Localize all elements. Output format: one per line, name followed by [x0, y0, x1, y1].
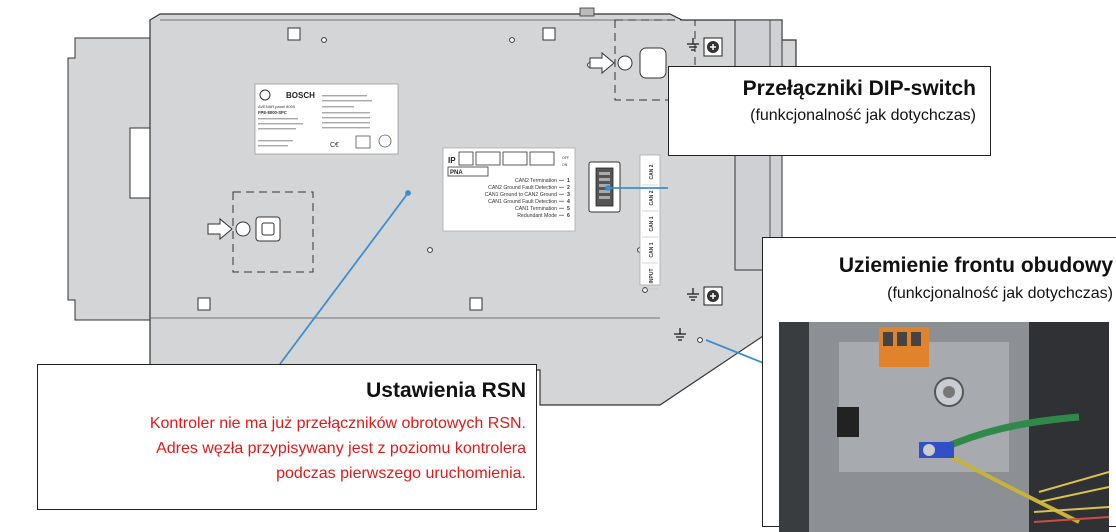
ip-label: IP — [448, 156, 456, 165]
callout-ground-subtitle: (funkcjonalność jak dotychczas) — [887, 285, 1113, 302]
connector-label: CAN 2 — [649, 190, 655, 205]
push-arrow-top — [589, 47, 667, 79]
switch-legend-label: Redundant Mode — [517, 213, 557, 219]
switch-legend-label: CAN1 Ground to CAN2 Ground — [485, 192, 557, 198]
label-brand: BOSCH — [286, 91, 315, 100]
on-label: ON — [562, 163, 568, 167]
ground-symbol-icon — [674, 38, 699, 341]
rsn-sticker — [442, 147, 576, 232]
leader-lines — [279, 185, 767, 365]
connector-labels: CAN 2 CAN 2 CAN 1 CAN 1 INPUT — [642, 164, 658, 290]
callout-rsn-note: Kontroler nie ma już przełączników obrot… — [48, 411, 526, 486]
switch-legend-number: 4 — [567, 199, 570, 205]
connector-label: CAN 2 — [649, 164, 655, 179]
switch-legend-label: CAN2 Termination — [515, 178, 557, 184]
switch-legend-label: CAN1 Ground Fault Detection — [488, 199, 557, 205]
connector-label: CAN 1 — [649, 242, 655, 257]
tab-slot — [129, 127, 151, 199]
switch-legend-number: 6 — [567, 213, 570, 219]
switch-legend-number: 5 — [567, 206, 570, 212]
switch-legend-label: CAN1 Termination — [515, 206, 557, 212]
switch-legend-number: 1 — [567, 178, 570, 184]
callout-dip-title: Przełączniki DIP-switch — [742, 77, 976, 100]
label-part: FPE-8000-SPC — [258, 110, 287, 115]
callout-dip-switch: Przełączniki DIP-switch (funkcjonalność … — [668, 66, 991, 156]
switch-legend-label: CAN2 Ground Fault Detection — [488, 185, 557, 191]
push-arrow-left — [207, 216, 281, 242]
callout-rsn-title: Ustawienia RSN — [366, 379, 526, 402]
off-label: OFF — [562, 156, 569, 160]
label-model: AVENAR panel 8000 — [258, 104, 296, 109]
svg-text:C€: C€ — [330, 142, 339, 149]
callout-dip-subtitle: (funkcjonalność jak dotychczas) — [750, 107, 976, 124]
dashed-zone-left — [232, 191, 314, 273]
switch-legend-number: 2 — [567, 185, 570, 191]
left-tab — [67, 37, 151, 321]
dashed-zone-top — [614, 19, 696, 101]
switch-legend-number: 3 — [567, 192, 570, 198]
ip-boxes — [447, 151, 555, 177]
rsn-note-line: podczas pierwszego uruchomienia. — [276, 465, 526, 482]
callout-enclosure-ground: Uziemienie frontu obudowy (funkcjonalnoś… — [762, 237, 1116, 532]
ground-photo — [779, 322, 1109, 532]
connector-label: INPUT — [649, 269, 655, 284]
callout-ground-title: Uziemienie frontu obudowy — [838, 254, 1113, 277]
connector-label: CAN 1 — [649, 216, 655, 231]
bosch-logo-icon — [259, 89, 271, 101]
pna-label: PNA — [450, 170, 463, 176]
callout-rsn-settings: Ustawienia RSN Kontroler nie ma już prze… — [37, 364, 537, 510]
rsn-note-line: Kontroler nie ma już przełączników obrot… — [149, 415, 526, 432]
rsn-note-line: Adres węzła przypisywany jest z poziomu … — [156, 440, 526, 457]
ground-screw-icon — [703, 37, 723, 306]
